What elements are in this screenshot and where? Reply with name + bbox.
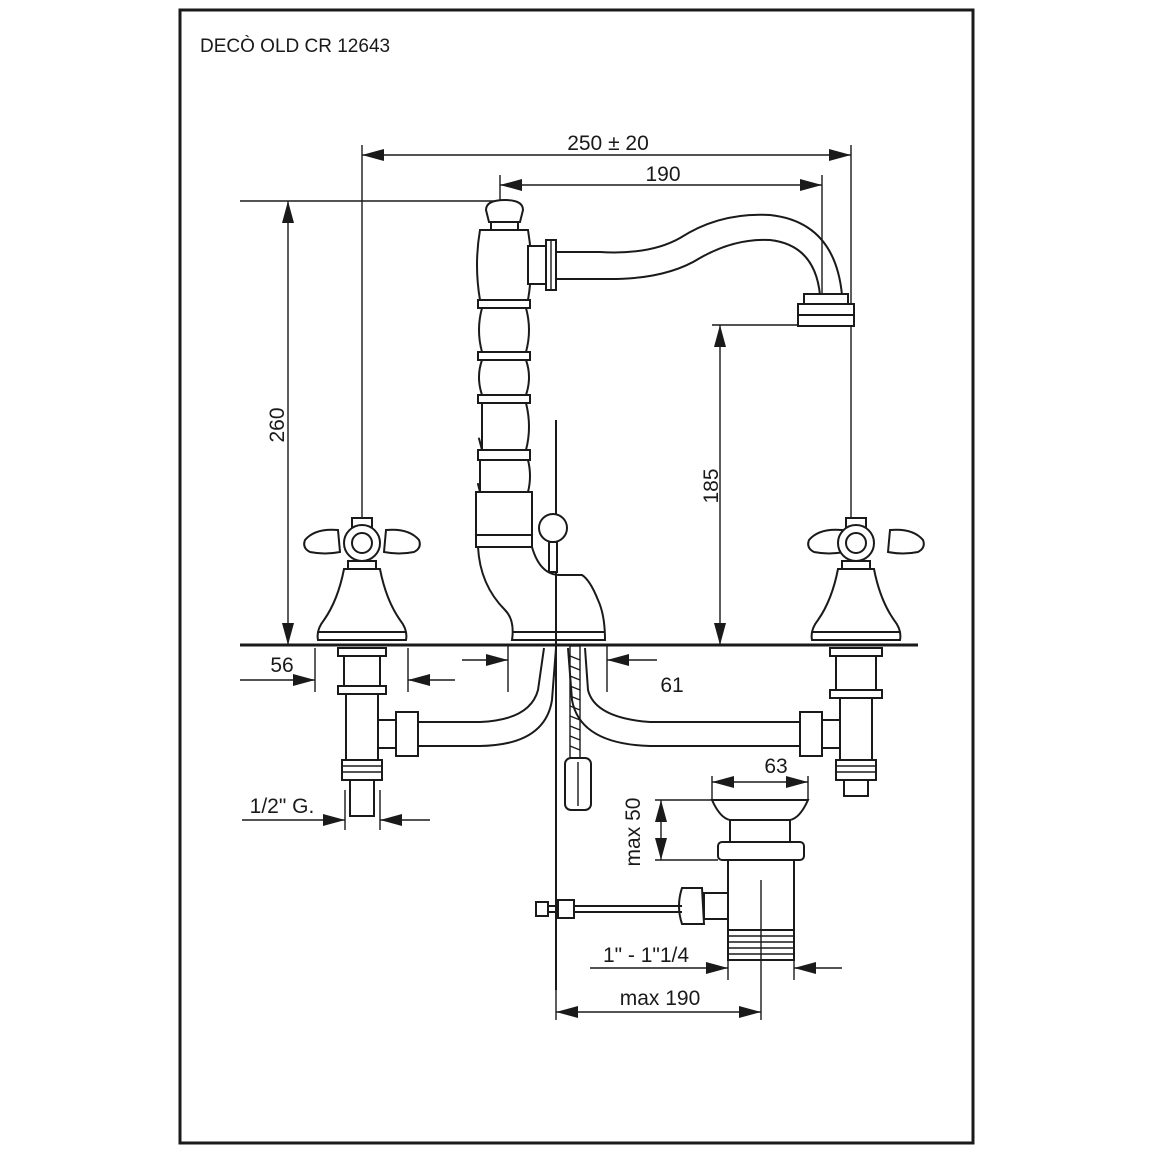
- spout-column: [475, 198, 607, 641]
- waste-plug-label: 63: [764, 755, 787, 778]
- waste-plug-dimension: [711, 776, 809, 800]
- drawing-title: DECÒ OLD CR 12643: [200, 35, 390, 57]
- total-height-dimension: [240, 200, 500, 645]
- waste-thread-label: 1" - 1"1/4: [603, 944, 689, 967]
- rod-length-dimension: [555, 880, 762, 1020]
- pop-up-waste: [535, 799, 810, 961]
- popup-knob: [538, 420, 568, 990]
- supply-hoses: [418, 647, 800, 747]
- left-valve: [303, 517, 421, 817]
- inlet-thread-label: 1/2" G.: [250, 795, 315, 818]
- waste-thread-dimension: [590, 960, 842, 980]
- drawing-frame: [178, 8, 975, 1145]
- inlet-thread-dimension: [242, 790, 430, 830]
- spout-reach-label: 190: [645, 163, 680, 186]
- valve-width-dimension: [240, 648, 455, 692]
- waste-lift-dimension: [655, 799, 718, 861]
- overall-span-dimension: [361, 145, 852, 640]
- spout-base-dimension: [462, 645, 657, 692]
- total-height-label: 260: [266, 407, 289, 442]
- waste-lift-label: max 50: [622, 798, 645, 867]
- valve-width-label: 56: [270, 654, 293, 677]
- spout-reach-dimension: [499, 175, 823, 300]
- spout-base-label: 61: [660, 674, 683, 697]
- overall-span-label: 250 ± 20: [567, 132, 649, 155]
- center-spring: [564, 645, 592, 811]
- spout-height-dimension: [712, 324, 800, 645]
- spout-height-label: 185: [700, 468, 723, 503]
- right-valve: [799, 517, 925, 797]
- spout-arm: [527, 213, 855, 327]
- rod-length-label: max 190: [620, 987, 701, 1010]
